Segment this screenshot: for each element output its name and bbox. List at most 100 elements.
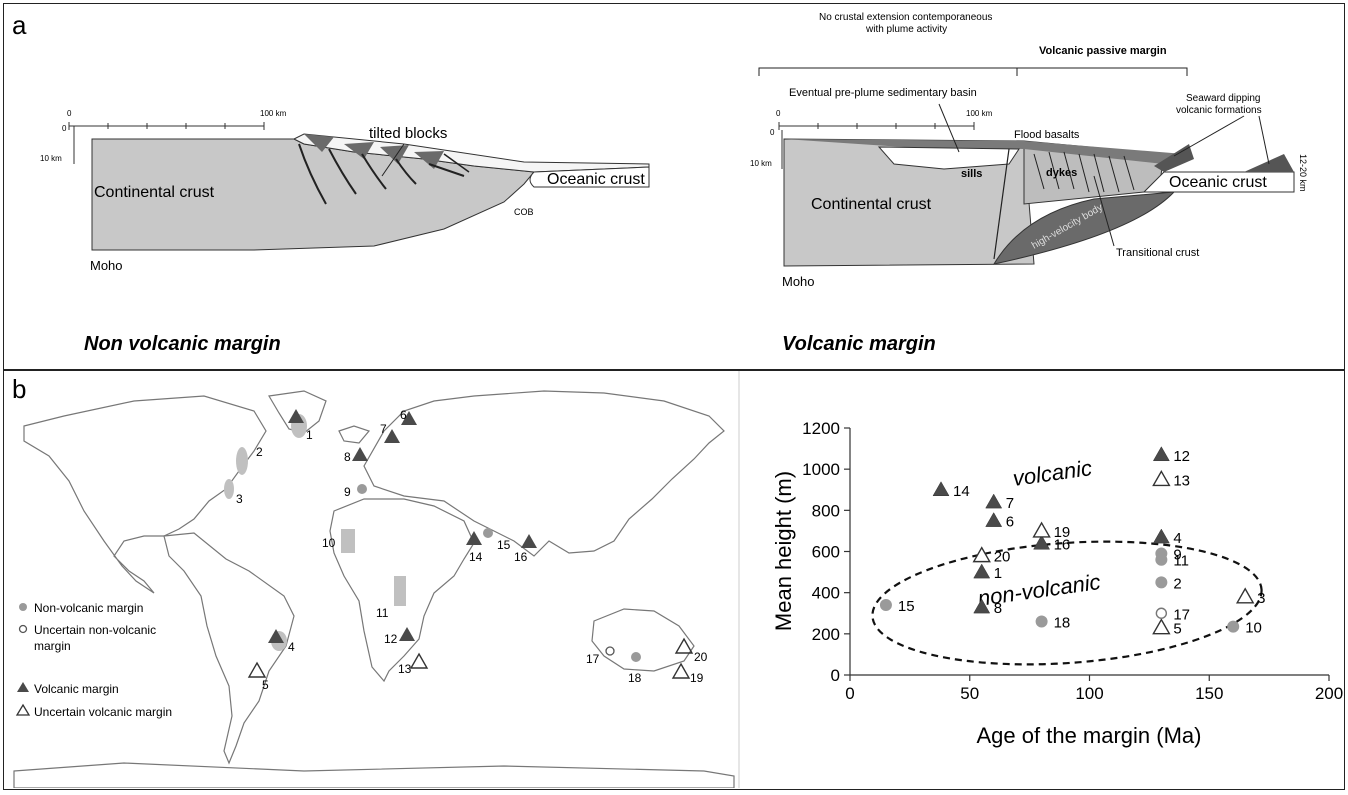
x-tick-label: 150	[1195, 684, 1223, 703]
point-label: 1	[994, 565, 1002, 582]
legend-filled-triangle	[17, 682, 29, 692]
volcanic-triangle	[268, 629, 284, 643]
no-extension-line1: No crustal extension contemporaneous	[819, 12, 992, 23]
depth-12-20-label: 12-20 km	[1298, 154, 1308, 192]
no-extension-line2: with plume activity	[865, 24, 947, 35]
depth-0: 0	[62, 124, 67, 133]
map-label-6: 6	[400, 408, 407, 422]
uncertain-volcanic-point	[1235, 587, 1255, 604]
point-label: 6	[1006, 514, 1014, 531]
world-map	[13, 390, 735, 789]
non-volcanic-section: 0 100 km 0 10 km	[40, 109, 650, 355]
antarctica	[13, 762, 735, 789]
depth-10: 10 km	[40, 154, 62, 163]
point-label: 11	[1173, 553, 1189, 570]
y-tick-label: 600	[812, 543, 840, 562]
panel-b-label: b	[12, 374, 26, 404]
map-label-1: 1	[306, 428, 313, 442]
map-label-10: 10	[322, 536, 336, 550]
margin-highlight	[224, 479, 234, 499]
volcanic-passive-margin-label: Volcanic passive margin	[1039, 45, 1167, 57]
uncertain-volcanic-triangle	[247, 661, 267, 678]
tilted-block	[380, 145, 409, 164]
uncertain-non-volcanic-point	[1155, 607, 1168, 619]
point-label: 19	[1054, 524, 1071, 541]
non-volcanic-point	[879, 599, 892, 612]
continental-crust-label: Continental crust	[811, 196, 932, 213]
volcanic-triangle	[384, 429, 400, 443]
y-tick-label: 200	[812, 625, 840, 644]
y-axis-label: Mean height (m)	[771, 471, 796, 631]
point-label: 9	[1173, 547, 1181, 564]
x-axis-label: Age of the margin (Ma)	[977, 723, 1202, 748]
legend-open-circle	[18, 624, 28, 634]
pre-plume-basin	[877, 146, 1020, 170]
transitional-crust-label: Transitional crust	[1116, 247, 1199, 259]
volcanic-triangle	[521, 534, 537, 548]
oceanic-crust-label: Oceanic crust	[1169, 174, 1267, 191]
point-label: 4	[1173, 530, 1181, 547]
map-label-4: 4	[288, 640, 295, 654]
uncertain-non-volcanic-circle	[605, 646, 615, 656]
legend-volcanic: Volcanic margin	[34, 682, 119, 696]
y-tick-label: 400	[812, 584, 840, 603]
legend-open-triangle	[15, 703, 31, 716]
x-tick-label: 100	[1075, 684, 1103, 703]
non-volcanic-title: Non volcanic margin	[84, 333, 281, 355]
non-volcanic-envelope	[871, 540, 1263, 666]
point-label: 2	[1173, 575, 1181, 592]
sills-label: sills	[961, 168, 982, 180]
uncertain-volcanic-triangle	[671, 662, 691, 679]
volcanic-section: No crustal extension contemporaneous wit…	[750, 12, 1308, 355]
legend-uncertain-non-volcanic: Uncertain non-volcanic	[34, 623, 156, 637]
panel-a-label: a	[12, 10, 27, 40]
map-label-3: 3	[236, 492, 243, 506]
volcanic-point	[985, 512, 1003, 527]
uncertain-volcanic-triangle	[409, 652, 429, 669]
iceland	[338, 425, 371, 444]
point-label: 12	[1173, 448, 1190, 465]
panel-a-svg: a 0 100 km 0 10 km	[12, 10, 1308, 355]
margin-highlight	[236, 447, 248, 475]
seaward-dipping-formation	[1154, 144, 1194, 172]
map-label-20: 20	[694, 650, 708, 664]
non-volcanic-circle	[483, 528, 493, 538]
volcanic-triangle	[401, 411, 417, 425]
legend-uncertain-non-volcanic-2: margin	[34, 639, 71, 653]
map-label-16: 16	[514, 550, 528, 564]
volcanic-point	[973, 563, 991, 579]
volcanic-point	[1152, 528, 1170, 544]
scale-0: 0	[776, 109, 781, 118]
non-volcanic-point	[1035, 615, 1048, 628]
point-label: 5	[1173, 621, 1181, 638]
map-label-19: 19	[690, 671, 704, 685]
volcanic-point	[1033, 534, 1051, 550]
depth-0: 0	[770, 128, 775, 137]
north-america	[23, 395, 267, 594]
tilted-block	[414, 151, 444, 169]
australia	[591, 608, 695, 672]
point-label: 8	[994, 600, 1002, 617]
uncertain-volcanic-point	[1032, 521, 1051, 538]
x-tick-label: 50	[960, 684, 979, 703]
continental-crust-label: Continental crust	[94, 184, 215, 201]
depth-10: 10 km	[750, 159, 772, 168]
moho-label: Moho	[782, 274, 815, 289]
point-label: 3	[1257, 590, 1265, 607]
point-label: 7	[1006, 495, 1014, 512]
map-label-18: 18	[628, 671, 642, 685]
x-tick-label: 0	[845, 684, 854, 703]
uncertain-volcanic-point	[1152, 618, 1171, 635]
seaward-line1: Seaward dipping	[1186, 93, 1261, 104]
scale-100: 100 km	[966, 109, 993, 118]
eurasia	[363, 390, 725, 557]
map-label-5: 5	[262, 678, 269, 692]
map-label-9: 9	[344, 485, 351, 499]
point-label: 10	[1245, 620, 1262, 637]
non-volcanic-circle	[631, 652, 641, 662]
south-america	[163, 532, 295, 765]
